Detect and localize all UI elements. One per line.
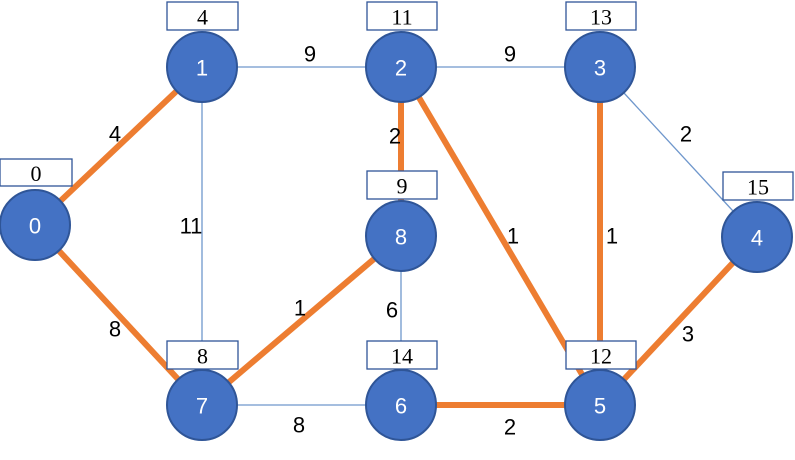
- edge-weight-8-6: 6: [386, 298, 398, 323]
- distance-box-4: 15: [722, 171, 794, 201]
- node-circle-0[interactable]: [0, 189, 71, 261]
- distance-value-2: 11: [391, 5, 412, 30]
- node-4[interactable]: 4: [721, 201, 793, 273]
- edge-weight-3-5: 1: [606, 224, 618, 249]
- edge-0-7-highlighted: [32, 222, 205, 408]
- distance-box-frame-0: [0, 158, 73, 187]
- distance-box-frame-3: [565, 1, 637, 31]
- distance-box-frame-7: [166, 340, 239, 370]
- distance-value-7: 8: [197, 344, 208, 369]
- node-label-2: 2: [395, 56, 407, 81]
- distance-box-2: 11: [366, 1, 438, 31]
- node-label-4: 4: [751, 226, 763, 251]
- edge-weight-1-7: 11: [180, 214, 203, 239]
- node-2[interactable]: 2: [365, 31, 437, 103]
- distance-value-5: 12: [590, 344, 612, 369]
- distance-value-0: 0: [31, 161, 42, 186]
- distance-box-8: 9: [366, 170, 438, 200]
- node-circle-4[interactable]: [721, 201, 793, 273]
- node-1[interactable]: 1: [166, 31, 238, 103]
- node-label-5: 5: [594, 394, 606, 419]
- node-0[interactable]: 0: [0, 189, 71, 261]
- distance-value-8: 9: [397, 174, 408, 199]
- node-3[interactable]: 3: [564, 31, 636, 103]
- distance-box-frame-2: [366, 1, 438, 31]
- distance-box-frame-1: [166, 1, 239, 31]
- distance-box-frame-6: [366, 340, 438, 370]
- distance-box-3: 13: [565, 1, 637, 31]
- edge-weight-7-6: 8: [293, 413, 305, 438]
- distance-value-4: 15: [747, 175, 769, 200]
- edge-weight-3-4: 2: [680, 122, 692, 147]
- edge-weight-2-5: 1: [507, 224, 519, 249]
- edge-weight-2-8: 2: [389, 124, 401, 149]
- distance-box-frame-5: [565, 340, 637, 370]
- distance-box-5: 12: [565, 340, 637, 370]
- node-circle-1[interactable]: [166, 31, 238, 103]
- edge-weight-2-3: 9: [504, 42, 516, 67]
- distance-box-frame-4: [722, 171, 794, 201]
- edge-weight-1-2: 9: [304, 42, 316, 67]
- distance-box-7: 8: [166, 340, 239, 370]
- node-circle-5[interactable]: [564, 369, 636, 441]
- distance-box-frame-8: [366, 170, 438, 200]
- distance-value-3: 13: [590, 5, 612, 30]
- distance-box-6: 14: [366, 340, 438, 370]
- distance-box-0: 0: [0, 158, 73, 187]
- edge-7-8-highlighted: [200, 233, 403, 408]
- node-6[interactable]: 6: [365, 369, 437, 441]
- node-circle-3[interactable]: [564, 31, 636, 103]
- edge-4-5-highlighted: [597, 234, 760, 408]
- edge-weight-0-7: 8: [109, 317, 121, 342]
- edge-3-4: [599, 66, 758, 238]
- node-label-1: 1: [196, 56, 208, 81]
- distance-box-1: 4: [166, 1, 239, 31]
- node-circle-8[interactable]: [365, 200, 437, 272]
- node-7[interactable]: 7: [166, 369, 238, 441]
- edge-0-1-highlighted: [32, 64, 205, 228]
- node-circle-7[interactable]: [166, 369, 238, 441]
- distance-value-6: 14: [391, 344, 413, 369]
- edge-weight-7-8: 1: [294, 296, 306, 321]
- edge-weight-0-1: 4: [109, 122, 121, 147]
- node-5[interactable]: 5: [564, 369, 636, 441]
- edge-weight-6-5: 2: [504, 415, 516, 440]
- node-label-8: 8: [395, 225, 407, 250]
- node-label-6: 6: [395, 394, 407, 419]
- node-circle-6[interactable]: [365, 369, 437, 441]
- node-label-7: 7: [196, 394, 208, 419]
- edge-weight-4-5: 3: [682, 322, 694, 347]
- node-circle-2[interactable]: [365, 31, 437, 103]
- distance-value-1: 4: [197, 5, 208, 30]
- node-8[interactable]: 8: [365, 200, 437, 272]
- node-label-3: 3: [594, 56, 606, 81]
- node-label-0: 0: [29, 214, 41, 239]
